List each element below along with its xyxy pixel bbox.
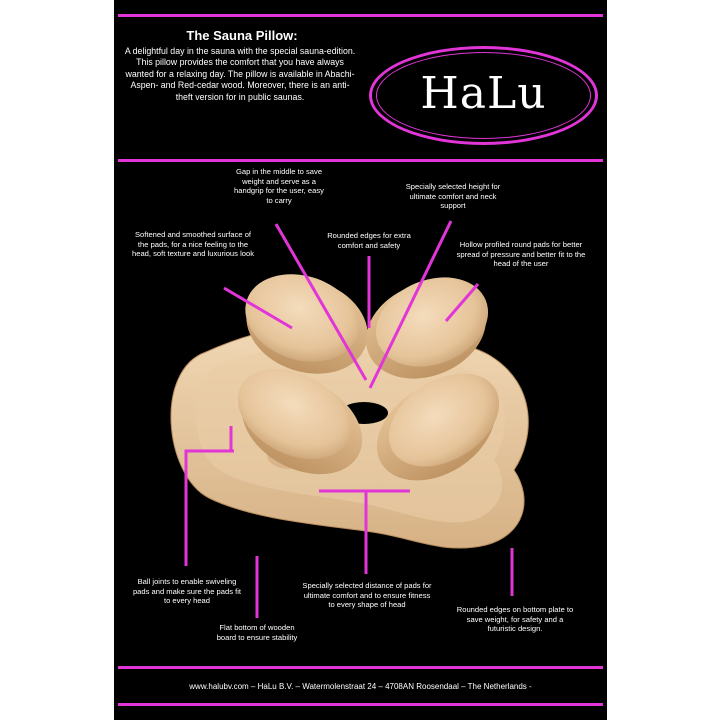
annotation-distance: Specially selected distance of pads for … [302,581,432,610]
pointer-ball-joints [184,449,234,566]
annotation-gap: Gap in the middle to save weight and ser… [234,167,324,205]
annotation-flat-bottom: Flat bottom of wooden board to ensure st… [216,623,298,642]
intro-title: The Sauna Pillow: [186,28,298,43]
pointer-gap [274,223,368,381]
logo-ellipse-inner [376,52,591,139]
annotation-rounded-bottom: Rounded edges on bottom plate to save we… [456,605,574,634]
annotation-height: Specially selected height for ultimate c… [405,182,501,211]
pointer-hollow [444,283,480,322]
pad-front-left [237,368,363,475]
logo-ellipse-outer [369,46,598,145]
intro-paragraph: A delightful day in the sauna with the s… [124,46,356,102]
footer-divider-bottom [118,703,603,706]
annotation-softened: Softened and smoothed surface of the pad… [132,230,254,259]
pointer-lines [184,220,514,618]
pad-back-left [245,274,368,374]
annotation-ball-joints: Ball joints to enable swiveling pads and… [132,577,242,606]
header-divider [118,159,603,162]
annotation-hollow: Hollow profiled round pads for better sp… [456,240,586,269]
pointer-height [368,220,453,389]
halu-logo: HaLu [420,68,547,119]
top-divider [118,14,603,17]
footer-divider-top [118,666,603,669]
poster-sheet: The Sauna Pillow: A delightful day in th… [114,0,607,720]
pointer-softened [223,286,293,330]
footer-address: www.halubv.com – HaLu B.V. – Watermolens… [189,682,532,691]
annotation-rounded-top: Rounded edges for extra comfort and safe… [327,231,411,250]
pad-back-right [365,277,489,379]
pad-front-right [376,373,500,481]
pillow-illustration [170,220,529,618]
